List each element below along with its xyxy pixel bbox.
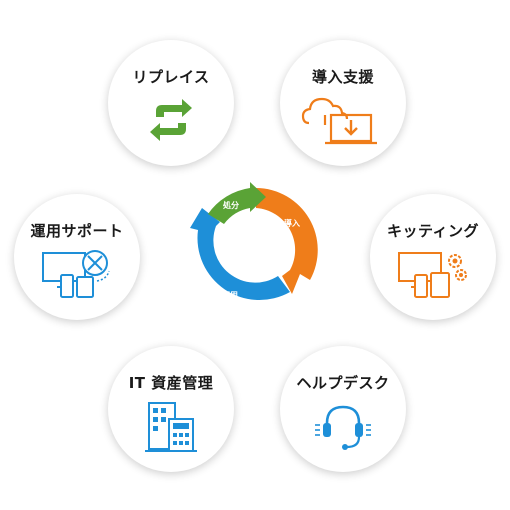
lifecycle-cycle-diagram: 処分 導入 運用 (190, 182, 318, 301)
recycle-arrows-icon (150, 99, 192, 141)
cycle-segment-intro (256, 188, 318, 294)
node-help: ヘルプデスク (280, 346, 406, 472)
cloud-laptop-download-icon (301, 97, 377, 145)
node-replace: リプレイス (108, 40, 234, 166)
cycle-label-ops: 運用 (222, 290, 238, 300)
cycle-segment-dispose (208, 182, 266, 224)
node-ops: 運用サポート (14, 194, 140, 320)
node-intro: 導入支援 (280, 40, 406, 166)
devices-gears-icon (398, 252, 467, 298)
node-intro-label: 導入支援 (311, 68, 374, 86)
cycle-label-dispose: 処分 (222, 200, 239, 210)
node-help-label: ヘルプデスク (296, 374, 390, 392)
node-ops-label: 運用サポート (30, 222, 124, 240)
cycle-segment-ops (190, 208, 290, 301)
headset-icon (315, 405, 371, 450)
building-calculator-icon (145, 402, 197, 452)
devices-tools-icon (42, 250, 110, 298)
node-kitting: キッティング (370, 194, 496, 320)
cycle-label-intro: 導入 (284, 218, 300, 228)
node-asset: IT 資産管理 (108, 346, 234, 472)
node-replace-label: リプレイス (132, 68, 210, 86)
node-kitting-label: キッティング (386, 222, 480, 240)
node-asset-label: IT 資産管理 (128, 374, 214, 392)
